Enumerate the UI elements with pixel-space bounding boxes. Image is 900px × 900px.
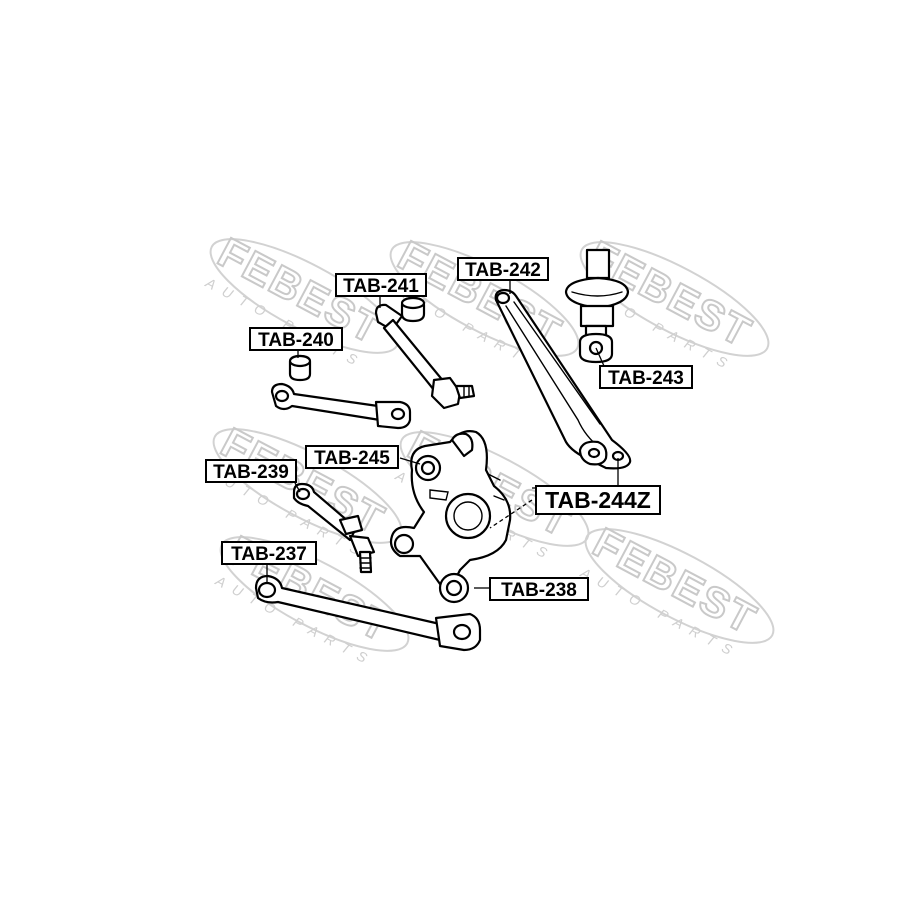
callout-tab-238: TAB-238 xyxy=(489,577,589,601)
callout-tab-239: TAB-239 xyxy=(205,459,297,483)
watermarks: FEBEST AUTO PARTS FEBEST AUTO PARTS FEBE… xyxy=(202,227,775,670)
callout-label: TAB-243 xyxy=(608,368,684,389)
watermark-6: FEBEST AUTO PARTS xyxy=(577,517,775,662)
knuckle xyxy=(389,430,512,604)
lower-link xyxy=(254,574,482,652)
toe-link xyxy=(292,482,376,574)
callout-tab-245: TAB-245 xyxy=(305,445,399,469)
callout-tab-237: TAB-237 xyxy=(221,541,317,565)
callout-label: TAB-237 xyxy=(231,544,307,565)
callout-label: TAB-245 xyxy=(314,448,390,469)
callout-label: TAB-238 xyxy=(501,580,577,601)
leader-tab-244z-hidden xyxy=(489,499,533,529)
callout-label: TAB-241 xyxy=(343,276,419,297)
callout-label: TAB-242 xyxy=(465,260,541,281)
lateral-link xyxy=(270,354,412,430)
callout-tab-241: TAB-241 xyxy=(335,273,427,297)
callout-tab-240: TAB-240 xyxy=(249,327,343,351)
callout-tab-243: TAB-243 xyxy=(599,365,693,389)
callout-tab-242: TAB-242 xyxy=(457,257,549,281)
callout-label: TAB-244Z xyxy=(545,487,651,513)
callout-label: TAB-240 xyxy=(258,330,334,351)
upper-control-arm xyxy=(494,288,632,470)
leader-tab-239 xyxy=(294,482,301,493)
leader-tab-243 xyxy=(595,347,605,367)
leader-tab-245 xyxy=(399,457,421,465)
callout-label: TAB-239 xyxy=(213,462,289,483)
trailing-link xyxy=(374,296,476,410)
callout-tab-244z: TAB-244Z xyxy=(535,485,661,515)
